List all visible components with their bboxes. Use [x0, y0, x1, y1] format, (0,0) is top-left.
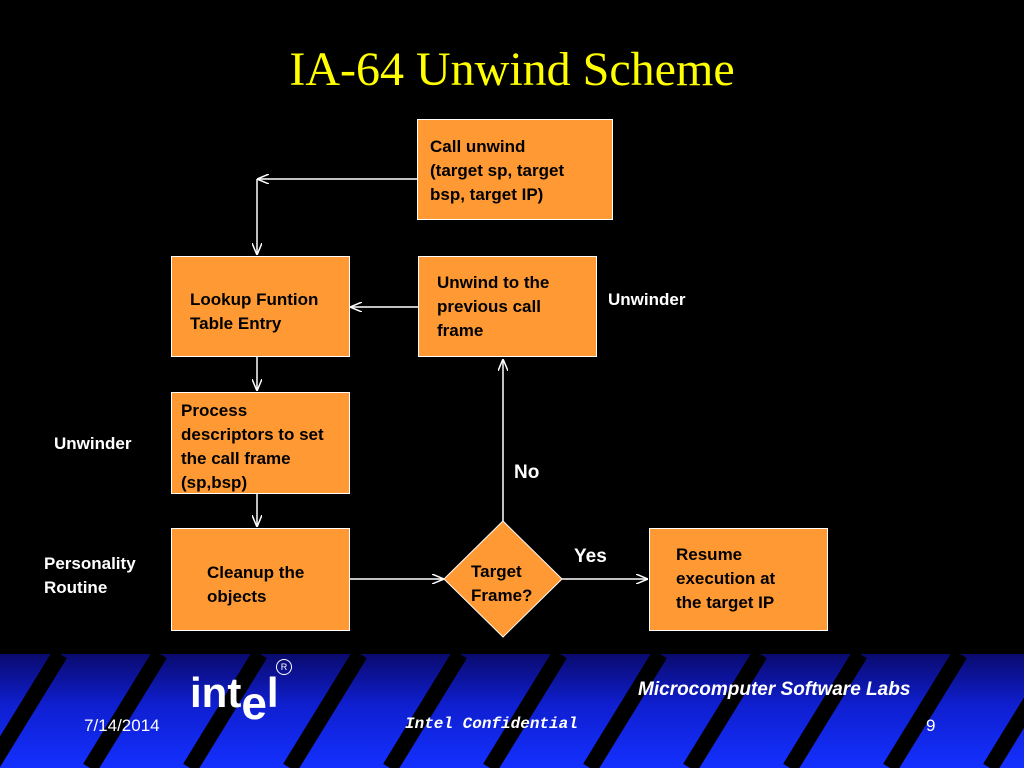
resume-line-1: Resume [676, 545, 743, 564]
unwind-previous-line-3: frame [437, 321, 484, 340]
process-line-2: descriptors to set [181, 425, 324, 444]
decision-line-1: Target [471, 562, 522, 581]
resume-line-2: execution at [676, 569, 776, 588]
label-no: No [514, 462, 540, 483]
box-cleanup: Cleanup the objects [171, 528, 350, 631]
cleanup-line-2: objects [207, 587, 267, 606]
box-lookup: Lookup Funtion Table Entry [171, 256, 350, 357]
box-unwind-previous: Unwind to the previous call frame [418, 256, 597, 357]
unwind-previous-line-2: previous call [437, 297, 541, 316]
call-unwind-line-1: Call unwind [430, 137, 526, 156]
label-unwinder-right: Unwinder [608, 290, 686, 309]
resume-line-3: the target IP [676, 593, 775, 612]
logo-text-int: int [190, 669, 242, 716]
footer-confidential: Intel Confidential [405, 715, 578, 733]
cleanup-line-1: Cleanup the [207, 563, 305, 582]
logo-text-e: e [241, 677, 267, 729]
footer-band [0, 654, 1024, 768]
call-unwind-line-2: (target sp, target [430, 161, 565, 180]
slide-title: IA-64 Unwind Scheme [289, 43, 735, 96]
label-unwinder-left: Unwinder [54, 434, 132, 453]
decision-diamond [443, 520, 563, 638]
box-process: Process descriptors to set the call fram… [171, 392, 350, 494]
unwind-previous-line-1: Unwind to the [437, 273, 550, 292]
logo-text-l: l [266, 669, 279, 716]
decision-line-2: Frame? [471, 586, 533, 605]
call-unwind-line-3: bsp, target IP) [430, 185, 544, 204]
lookup-line-2: Table Entry [190, 314, 282, 333]
footer-date: 7/14/2014 [84, 716, 160, 735]
label-personality-1: Personality [44, 554, 136, 573]
intel-logo: intel [190, 666, 279, 728]
lookup-line-1: Lookup Funtion [190, 290, 319, 309]
footer-stripes [0, 654, 1024, 768]
company-name: Microcomputer Software Labs [638, 679, 911, 700]
box-resume: Resume execution at the target IP [649, 528, 828, 631]
box-call-unwind: Call unwind (target sp, target bsp, targ… [417, 119, 613, 220]
process-line-1: Process [181, 401, 248, 420]
registered-mark: R [276, 659, 292, 675]
page-number: 9 [926, 716, 936, 735]
process-line-4: (sp,bsp) [181, 473, 248, 492]
process-line-3: the call frame [181, 449, 291, 468]
label-personality-2: Routine [44, 578, 108, 597]
label-yes: Yes [574, 546, 607, 567]
